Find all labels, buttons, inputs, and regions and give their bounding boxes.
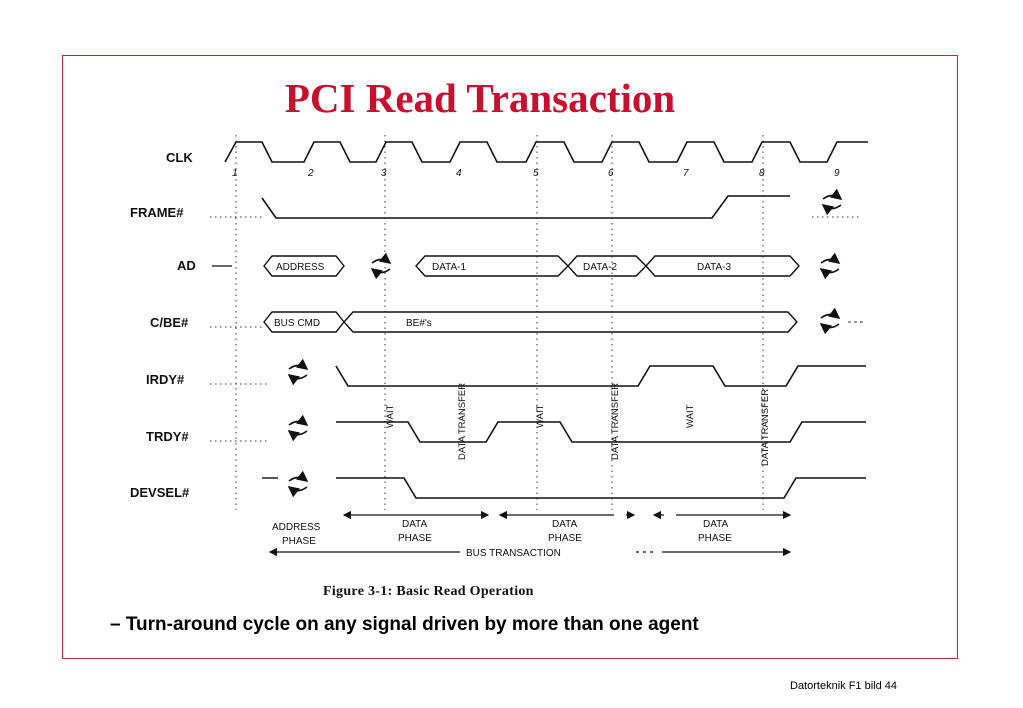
turnaround-arrows-icon [823, 196, 841, 209]
trdy-waveform [336, 421, 866, 443]
phase-label-data2-2: PHASE [548, 533, 582, 544]
clock-number-3: 3 [381, 168, 387, 179]
clock-number-2: 2 [307, 168, 314, 179]
clock-number-6: 6 [608, 168, 614, 179]
clock-number-5: 5 [533, 168, 539, 179]
clock-number-1: 1 [232, 168, 238, 179]
clock-number-9: 9 [834, 168, 840, 179]
clk-waveform [224, 141, 868, 163]
turnaround-arrows-icon [821, 315, 839, 328]
signal-label-devsel: DEVSEL# [130, 485, 190, 500]
ad-value-data-2: DATA-2 [583, 262, 618, 273]
annotation-wait-1: WAIT [385, 404, 396, 428]
annotation-data-transfer-2: DATA TRANSFER [610, 383, 621, 460]
phase-label-data3-2: PHASE [698, 533, 732, 544]
signal-label-ad: AD [177, 258, 196, 273]
signal-label-clk: CLK [166, 150, 193, 165]
clock-number-8: 8 [759, 168, 765, 179]
clock-number-4: 4 [456, 168, 462, 179]
cbe-value-bus-cmd: BUS CMD [274, 318, 320, 329]
turnaround-arrows-icon [289, 366, 307, 379]
clock-guides [235, 135, 764, 510]
annotation-wait-2: WAIT [535, 404, 546, 428]
footer-text: Datorteknik F1 bild 44 [790, 680, 897, 692]
timing-diagram: CLK FRAME# AD C/BE# IRDY# TRDY# DEVSEL# … [130, 135, 868, 559]
signal-label-irdy: IRDY# [146, 372, 185, 387]
phase-arrows [268, 510, 792, 557]
turnaround-arrows-icon [289, 422, 307, 435]
signal-label-frame: FRAME# [130, 205, 184, 220]
annotation-wait-3: WAIT [685, 404, 696, 428]
slide-frame [62, 55, 958, 659]
ad-waveform [263, 255, 800, 277]
phase-label-data1-1: DATA [402, 519, 428, 530]
cbe-waveform [263, 311, 798, 333]
turnaround-arrows-icon [821, 260, 839, 273]
label-leaders [210, 216, 270, 442]
ad-value-data-3: DATA-3 [697, 262, 732, 273]
phase-label-address-2: PHASE [282, 536, 316, 547]
ad-value-address: ADDRESS [276, 262, 325, 273]
figure-caption: Figure 3-1: Basic Read Operation [323, 584, 534, 599]
bullet-text: – Turn-around cycle on any signal driven… [110, 614, 699, 635]
annotation-data-transfer-1: DATA TRANSFER [457, 383, 468, 460]
phase-label-address-1: ADDRESS [272, 522, 321, 533]
phase-label-data3-1: DATA [703, 519, 729, 530]
clock-number-7: 7 [683, 168, 689, 179]
signal-label-trdy: TRDY# [146, 429, 189, 444]
turnaround-arrows-icon [289, 478, 307, 491]
slide-title: PCI Read Transaction [284, 75, 676, 121]
phase-label-data1-2: PHASE [398, 533, 432, 544]
phase-label-bus-transaction: BUS TRANSACTION [466, 548, 561, 559]
phase-label-data2-1: DATA [552, 519, 578, 530]
devsel-waveform [336, 477, 866, 499]
annotation-data-transfer-3: DATA TRANSFER [760, 389, 771, 466]
ad-value-data-1: DATA-1 [432, 262, 467, 273]
turnaround-arrows-icon [372, 260, 390, 273]
frame-waveform [261, 195, 790, 219]
irdy-waveform [335, 365, 866, 387]
signal-label-cbe: C/BE# [150, 315, 189, 330]
cbe-value-byte-enables: BE#'s [406, 318, 432, 329]
